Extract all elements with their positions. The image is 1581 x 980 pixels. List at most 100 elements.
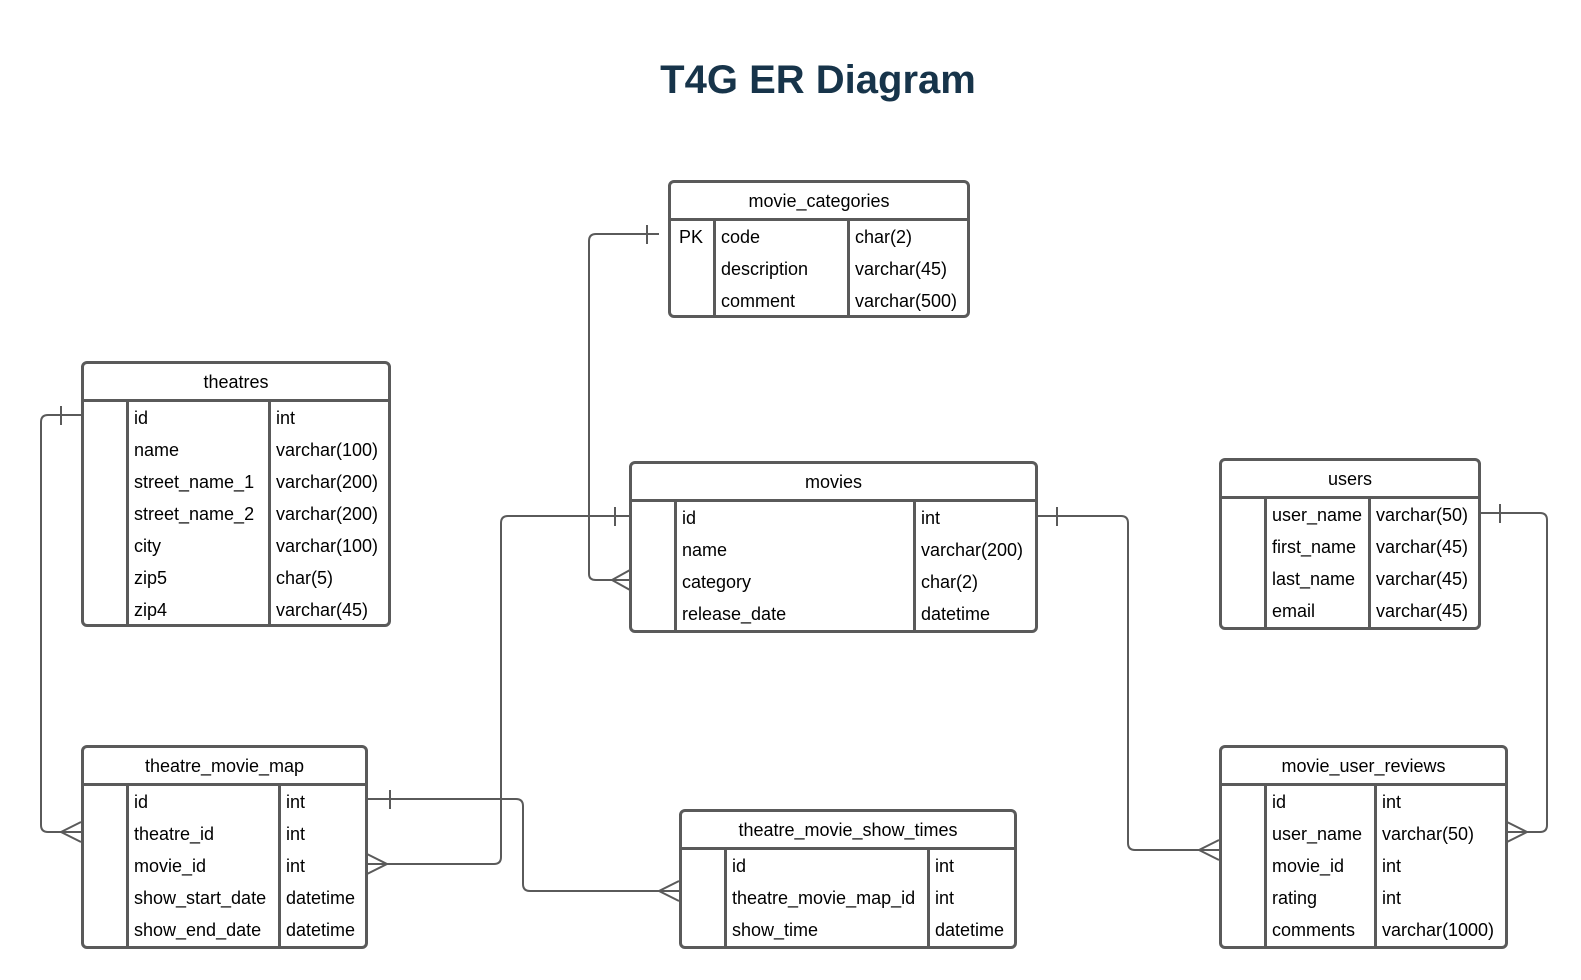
entity-title: movie_categories xyxy=(671,183,967,221)
entity-title: users xyxy=(1222,461,1478,499)
table-row: show_time datetime xyxy=(682,914,1014,946)
link-movies-map xyxy=(366,507,630,875)
field-name: rating xyxy=(1272,888,1318,908)
entity-movies[interactable]: movies id int name varchar(200) category… xyxy=(629,461,1038,633)
table-row: id int xyxy=(632,502,1035,534)
pk-label xyxy=(671,285,716,315)
entity-title: theatre_movie_map xyxy=(84,748,365,786)
field-type: int xyxy=(935,856,955,876)
field-name: first_name xyxy=(1272,537,1357,557)
field-type: varchar(500) xyxy=(855,291,958,311)
field-type: int xyxy=(1382,888,1402,908)
table-row: first_name varchar(45) xyxy=(1222,531,1478,563)
field-type: int xyxy=(286,792,306,812)
field-name: comment xyxy=(721,291,796,311)
table-row: release_date datetime xyxy=(632,598,1035,630)
entity-movie-categories[interactable]: movie_categories PK code char(2) descrip… xyxy=(668,180,970,318)
entity-movie-user-reviews[interactable]: movie_user_reviews id int user_name varc… xyxy=(1219,745,1508,949)
field-type: char(5) xyxy=(276,568,334,588)
table-row: street_name_2 varchar(200) xyxy=(84,498,388,530)
table-row: name varchar(100) xyxy=(84,434,388,466)
link-users-reviews xyxy=(1477,504,1548,843)
entity-theatres[interactable]: theatres id int name varchar(100) street… xyxy=(81,361,391,627)
field-type: varchar(200) xyxy=(276,472,379,492)
link-categories-movies xyxy=(588,225,659,591)
field-name: comments xyxy=(1272,920,1356,940)
table-row: city varchar(100) xyxy=(84,530,388,562)
table-row: comments varchar(1000) xyxy=(1222,914,1505,946)
table-row: user_name varchar(50) xyxy=(1222,818,1505,850)
entity-title: theatres xyxy=(84,364,388,402)
field-type: int xyxy=(921,508,941,528)
field-name: show_start_date xyxy=(134,888,267,908)
field-name: movie_id xyxy=(1272,856,1345,876)
field-type: datetime xyxy=(921,604,991,624)
field-type: int xyxy=(286,824,306,844)
field-name: show_end_date xyxy=(134,920,262,940)
entity-theatre-movie-map[interactable]: theatre_movie_map id int theatre_id int … xyxy=(81,745,368,949)
table-row: name varchar(200) xyxy=(632,534,1035,566)
pk-label: PK xyxy=(679,227,704,247)
link-movies-reviews xyxy=(1037,507,1220,861)
field-type: varchar(45) xyxy=(1376,537,1469,557)
field-type: varchar(50) xyxy=(1376,505,1469,525)
table-row: zip4 varchar(45) xyxy=(84,594,388,624)
entity-users[interactable]: users user_name varchar(50) first_name v… xyxy=(1219,458,1481,630)
field-type: int xyxy=(935,888,955,908)
entity-theatre-movie-show-times[interactable]: theatre_movie_show_times id int theatre_… xyxy=(679,809,1017,949)
field-name: name xyxy=(134,440,180,460)
field-type: varchar(45) xyxy=(855,259,948,279)
field-type: int xyxy=(1382,856,1402,876)
table-row: rating int xyxy=(1222,882,1505,914)
field-type: datetime xyxy=(286,920,356,940)
field-type: int xyxy=(276,408,296,428)
table-row: comment varchar(500) xyxy=(671,285,967,315)
field-type: int xyxy=(1382,792,1402,812)
field-name: id xyxy=(134,792,149,812)
field-name: category xyxy=(682,572,752,592)
table-row: id int xyxy=(84,786,365,818)
field-name: zip5 xyxy=(134,568,168,588)
field-type: varchar(1000) xyxy=(1382,920,1495,940)
table-row: id int xyxy=(682,850,1014,882)
table-row: email varchar(45) xyxy=(1222,595,1478,627)
field-name: id xyxy=(682,508,697,528)
table-row: id int xyxy=(1222,786,1505,818)
field-name: last_name xyxy=(1272,569,1356,589)
field-type: varchar(45) xyxy=(276,600,369,620)
field-name: movie_id xyxy=(134,856,207,876)
field-type: varchar(200) xyxy=(921,540,1024,560)
field-name: description xyxy=(721,259,809,279)
field-type: varchar(45) xyxy=(1376,569,1469,589)
field-type: varchar(45) xyxy=(1376,601,1469,621)
table-row: category char(2) xyxy=(632,566,1035,598)
field-name: zip4 xyxy=(134,600,168,620)
field-name: user_name xyxy=(1272,505,1363,525)
table-row: movie_id int xyxy=(84,850,365,882)
table-row: show_end_date datetime xyxy=(84,914,365,946)
table-row: street_name_1 varchar(200) xyxy=(84,466,388,498)
field-type: varchar(100) xyxy=(276,536,379,556)
field-type: datetime xyxy=(935,920,1005,940)
field-type: datetime xyxy=(286,888,356,908)
table-row: theatre_movie_map_id int xyxy=(682,882,1014,914)
link-theatres-map xyxy=(40,406,82,843)
field-type: char(2) xyxy=(921,572,979,592)
field-name: code xyxy=(721,227,761,247)
link-map-showtimes xyxy=(367,790,680,902)
field-type: varchar(50) xyxy=(1382,824,1475,844)
table-row: last_name varchar(45) xyxy=(1222,563,1478,595)
pk-label xyxy=(671,253,716,285)
table-row: zip5 char(5) xyxy=(84,562,388,594)
entity-title: theatre_movie_show_times xyxy=(682,812,1014,850)
entity-title: movie_user_reviews xyxy=(1222,748,1505,786)
field-type: char(2) xyxy=(855,227,913,247)
field-name: user_name xyxy=(1272,824,1363,844)
table-row: theatre_id int xyxy=(84,818,365,850)
field-name: release_date xyxy=(682,604,787,624)
field-type: varchar(200) xyxy=(276,504,379,524)
table-row: description varchar(45) xyxy=(671,253,967,285)
field-name: street_name_1 xyxy=(134,472,255,492)
field-name: street_name_2 xyxy=(134,504,255,524)
